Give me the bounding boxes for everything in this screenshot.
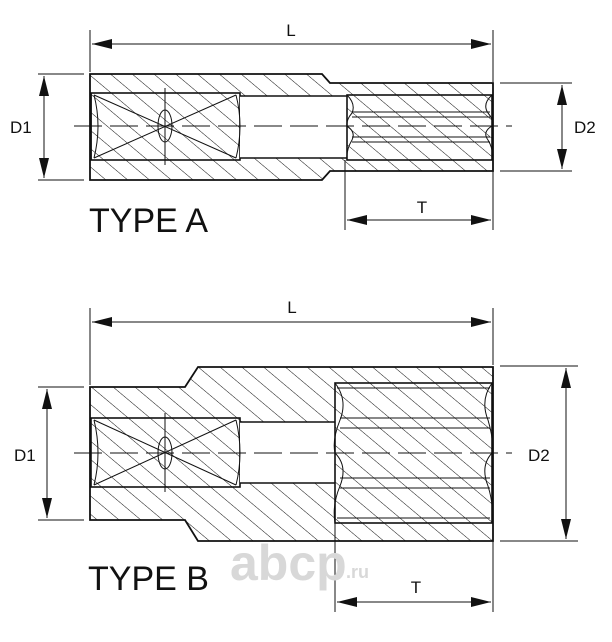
type-b-title: TYPE B [88,560,209,598]
t-label: T [417,198,427,217]
type-a-drawing: L D1 D2 T TYPE A [10,21,596,240]
t-label: T [411,578,421,597]
d1-label: D1 [14,446,36,465]
watermark-suffix: .ru [346,562,369,582]
type-b-drawing: L D1 D2 T TYPE B [14,298,578,612]
hex-bore [346,94,493,161]
type-a-title: TYPE A [89,202,208,240]
d2-label: D2 [528,446,550,465]
length-label: L [286,21,295,40]
watermark-logo: abcp [230,535,347,591]
d1-label: D1 [10,118,32,137]
d2-label: D2 [574,118,596,137]
length-label: L [287,298,296,317]
